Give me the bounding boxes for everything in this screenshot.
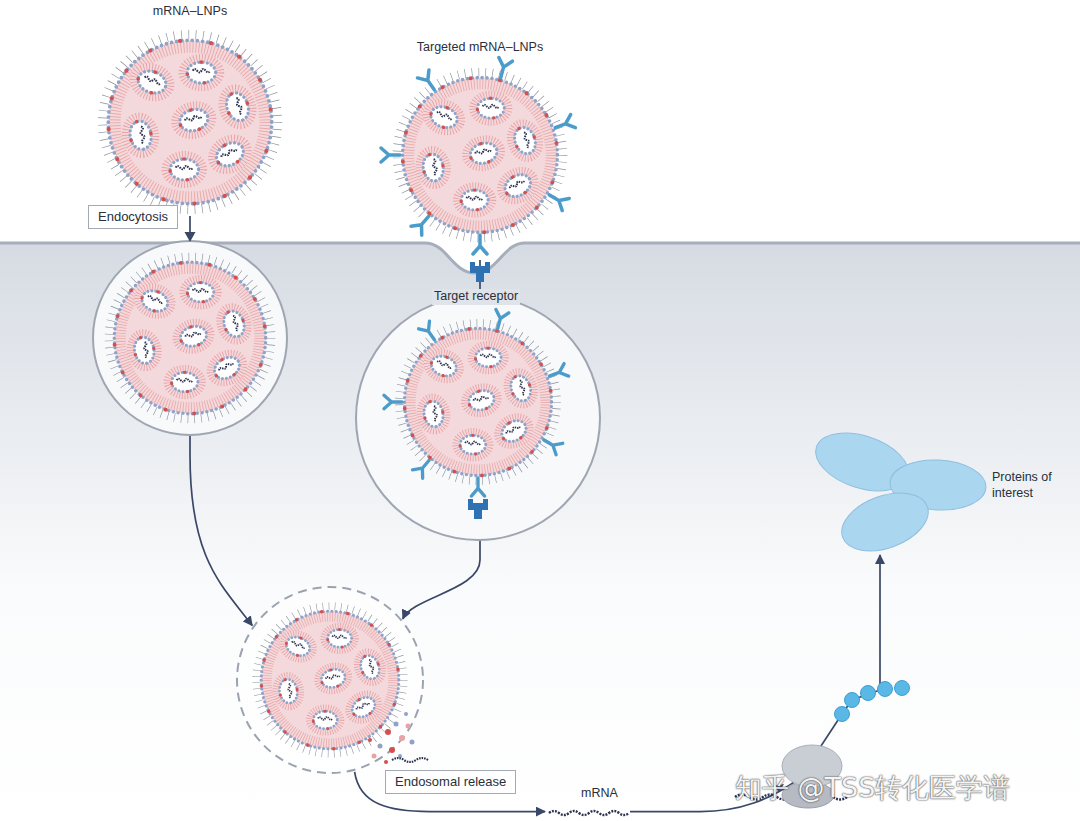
mrna-label: mRNA <box>581 786 618 802</box>
art-circle <box>368 738 372 742</box>
art-circle <box>372 754 377 759</box>
art-use <box>384 309 569 496</box>
art-circle <box>389 747 395 753</box>
art-use <box>109 257 271 419</box>
art-circle <box>895 681 910 696</box>
ruptured-endosome: Endosomal release <box>235 585 425 775</box>
art-use <box>103 35 278 210</box>
lnp-particle: mRNA–LNPs <box>95 4 285 216</box>
art-path <box>549 811 629 815</box>
art-use <box>381 58 575 255</box>
peptide-chain <box>835 681 910 722</box>
art-ellipse <box>834 482 936 562</box>
art-circle <box>356 296 600 540</box>
art-circle <box>406 724 411 729</box>
step-box: Endosomal release <box>385 770 516 794</box>
art-circle <box>378 744 383 749</box>
arrow-head <box>185 232 196 242</box>
art-circle <box>399 735 405 741</box>
art-circle <box>835 707 850 722</box>
art-circle <box>878 682 893 697</box>
receptor-label: Target receptor <box>432 289 520 305</box>
targeted-lnp-particle: Targeted mRNA–LNPs <box>370 40 590 260</box>
protein-drawing <box>820 430 990 555</box>
membrane-receptor <box>470 262 490 282</box>
ruptured-endosome-drawing <box>235 585 425 775</box>
particle-label: mRNA–LNPs <box>95 4 285 20</box>
lnp-drawing <box>95 24 285 220</box>
targeted-lnp-drawing <box>370 45 590 265</box>
art-circle <box>861 686 876 701</box>
step-box: Endocytosis <box>88 205 178 229</box>
protein-group: Proteins of interest <box>820 430 1060 555</box>
mrna-strand: mRNA <box>545 786 630 818</box>
cytoplasm <box>0 243 1080 821</box>
art-path <box>392 758 428 762</box>
art-circle <box>385 729 391 735</box>
art-use <box>256 606 403 753</box>
art-circle <box>394 722 399 727</box>
protein-label: Proteins of interest <box>992 470 1064 501</box>
art-circle <box>93 241 287 435</box>
art-circle <box>845 693 860 708</box>
art-use <box>468 499 488 519</box>
art-circle <box>237 587 423 773</box>
released-lipids <box>368 712 415 764</box>
endosome <box>93 241 287 435</box>
art-circle <box>404 712 408 716</box>
art-circle <box>410 740 415 745</box>
particle-label: Targeted mRNA–LNPs <box>370 40 590 56</box>
endosome <box>356 296 600 540</box>
watermark: 知乎 @TSS转化医学谱 <box>735 772 1010 804</box>
art-circle <box>384 760 388 764</box>
